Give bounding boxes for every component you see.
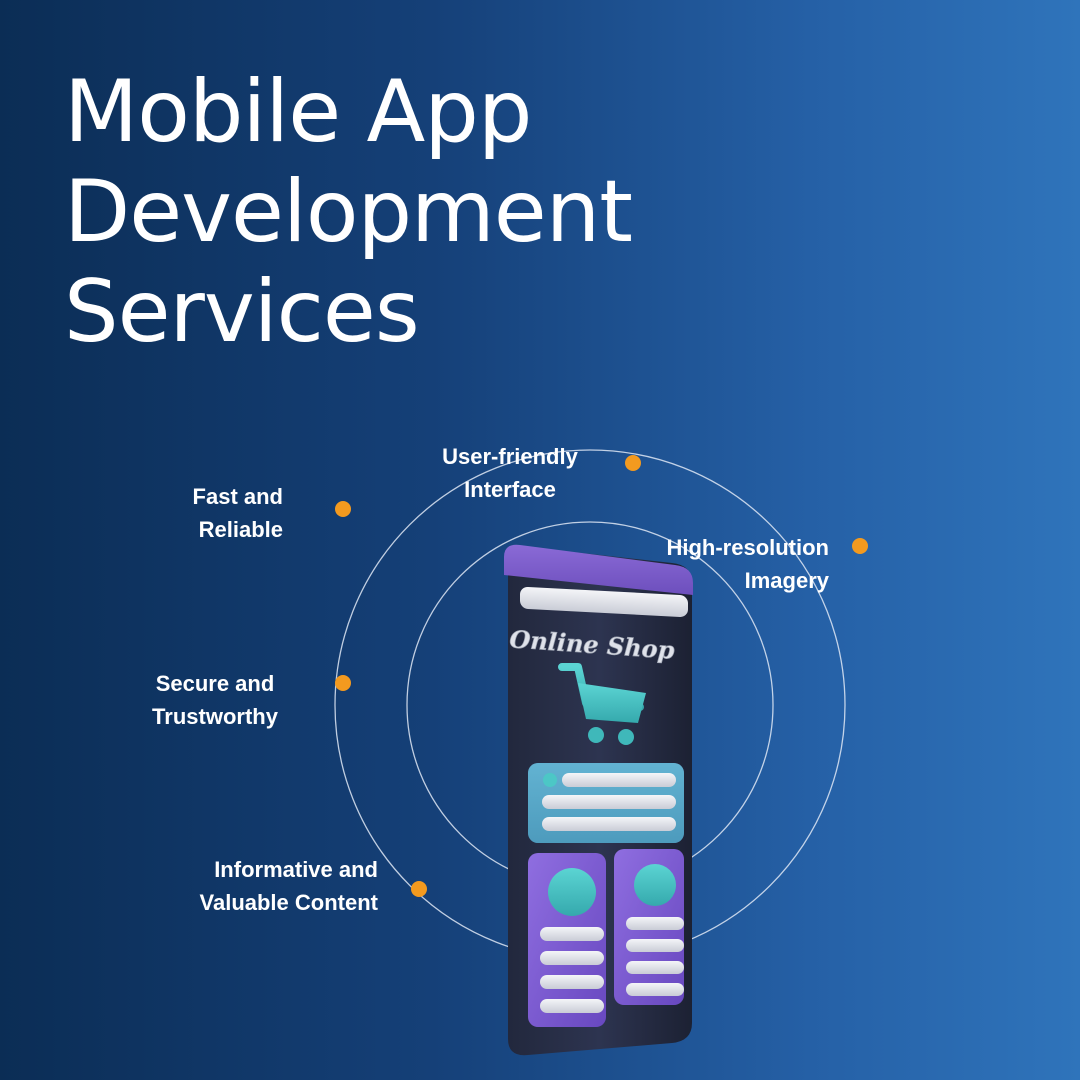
feature-dot-informative [411, 881, 427, 897]
feature-label-line: Fast and [192, 484, 283, 509]
feature-label-line: Valuable Content [199, 890, 378, 915]
phone-header [504, 544, 693, 595]
feature-dot-fast-reliable [335, 501, 351, 517]
feature-label-high-resolution: High-resolution Imagery [620, 531, 829, 597]
title-line-1: Mobile App [64, 62, 532, 162]
phone-illustration: Online Shop [504, 544, 693, 1056]
phone-product-card-right [614, 849, 684, 1005]
shopping-cart-icon [558, 663, 646, 745]
feature-dot-user-friendly [625, 455, 641, 471]
feature-label-user-friendly: User-friendly Interface [420, 440, 600, 506]
feature-dot-high-resolution [852, 538, 868, 554]
feature-label-line: Interface [464, 477, 556, 502]
feature-label-informative: Informative and Valuable Content [148, 853, 378, 919]
page-title: Mobile App Development Services [64, 62, 633, 362]
phone-search-bar [520, 586, 688, 617]
phone-product-card-left [528, 853, 606, 1027]
feature-label-line: Secure and [155, 671, 275, 696]
feature-label-line: Imagery [744, 568, 829, 593]
title-line-3: Services [64, 262, 420, 362]
feature-label-secure: Secure and Trustworthy [125, 667, 305, 733]
feature-label-line: High-resolution [666, 535, 829, 560]
title-line-2: Development [64, 162, 633, 262]
feature-dot-secure [335, 675, 351, 691]
feature-label-fast-reliable: Fast and Reliable [113, 480, 283, 546]
feature-label-line: Informative and [214, 857, 378, 882]
feature-label-line: Reliable [198, 517, 283, 542]
feature-label-line: Trustworthy [152, 704, 278, 729]
feature-label-line: User-friendly [442, 444, 578, 469]
phone-info-card [528, 763, 684, 843]
